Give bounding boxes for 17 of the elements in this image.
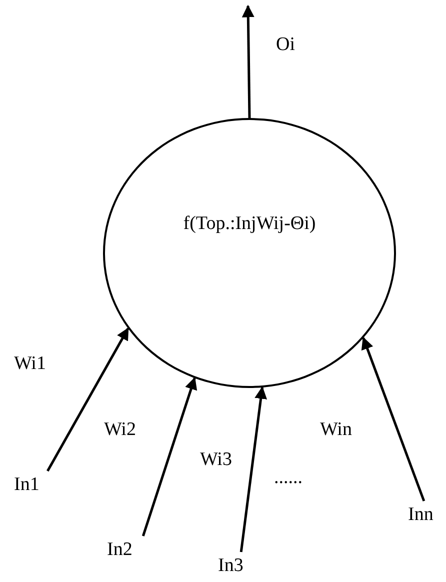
input-label: Inn <box>408 502 446 528</box>
arrow <box>142 376 198 536</box>
edge-label: Win <box>320 418 352 442</box>
arrow <box>240 386 268 552</box>
edge-label: Wi2 <box>104 418 136 442</box>
arrow <box>46 327 130 472</box>
edge-label: Oi <box>276 33 295 57</box>
neuron-circle <box>103 118 396 388</box>
arrow <box>242 4 254 118</box>
arrow <box>361 336 426 502</box>
function-text: f(Top.:InjWij-Θi) <box>183 212 316 236</box>
edge-label: Wi1 <box>14 352 46 376</box>
ellipsis-text: ...... <box>274 466 302 490</box>
edge-label: Wi3 <box>200 448 232 472</box>
input-label: In2 <box>107 537 149 563</box>
input-label: In3 <box>218 553 260 579</box>
input-label: In1 <box>14 472 56 498</box>
